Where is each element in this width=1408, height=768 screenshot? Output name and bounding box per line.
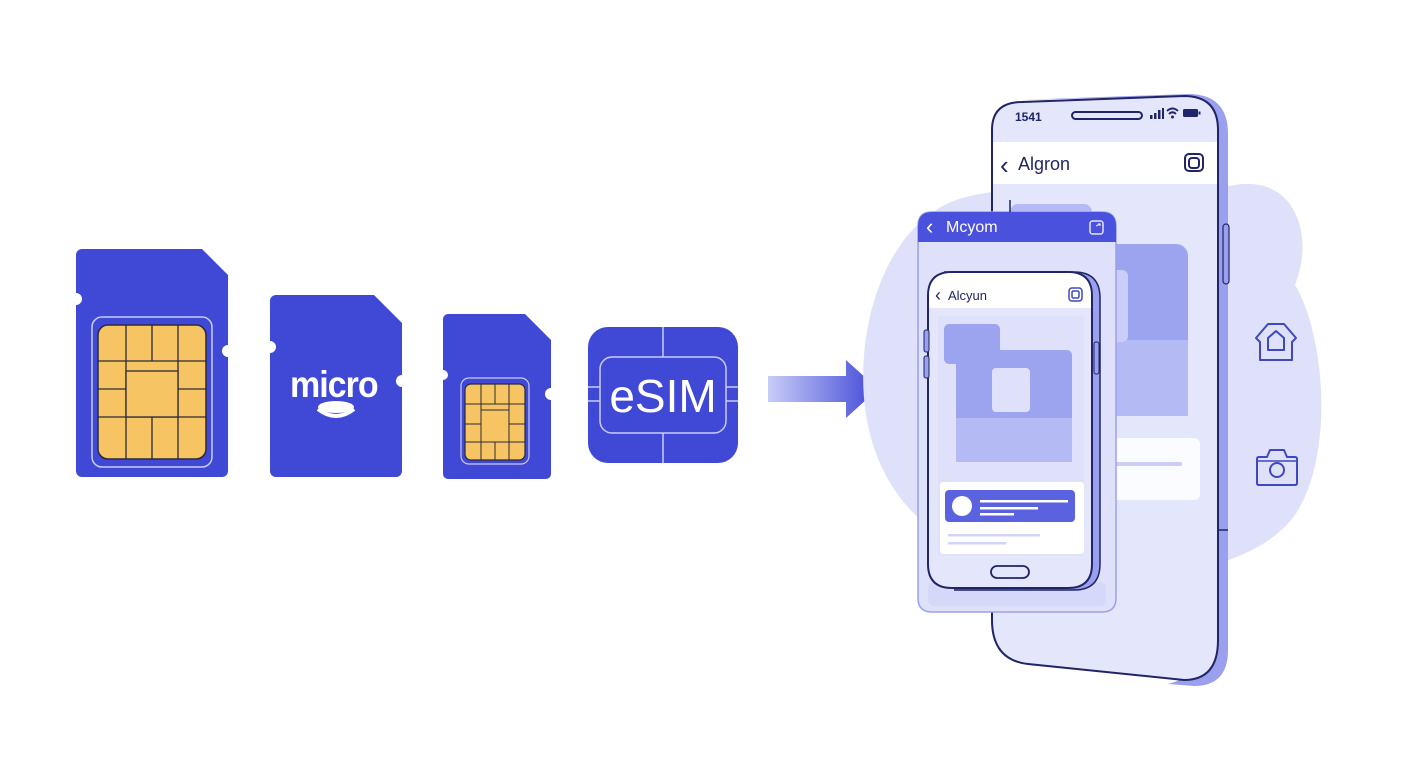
micro-sim-card xyxy=(270,295,402,477)
edit-icon[interactable] xyxy=(1089,220,1104,235)
micro-label: micro xyxy=(290,364,379,406)
signal-icon xyxy=(1150,108,1164,119)
arrow-right-icon xyxy=(768,360,878,418)
front-phone-back-button[interactable]: ‹ xyxy=(935,285,941,305)
front-phone xyxy=(923,271,1101,591)
chip-icon xyxy=(97,324,207,460)
esim-label: eSIM xyxy=(609,370,717,422)
standard-sim-card xyxy=(76,249,228,477)
camera-icon[interactable] xyxy=(1184,152,1204,172)
mid-card-back-button[interactable]: ‹ xyxy=(926,214,934,239)
mid-card-header-title: Mcyom xyxy=(946,219,998,236)
chip-icon xyxy=(464,383,526,461)
back-phone-header-title: Algron xyxy=(1018,154,1071,174)
camera-icon[interactable] xyxy=(1068,287,1083,302)
esim-card xyxy=(588,327,738,463)
front-phone-header-title: Alcyun xyxy=(948,288,988,303)
micro-disc-icon xyxy=(316,401,356,418)
battery-icon xyxy=(1183,109,1201,117)
wifi-icon xyxy=(1166,107,1179,119)
camera-icon[interactable] xyxy=(1255,445,1299,487)
back-phone-back-button[interactable]: ‹ xyxy=(1000,150,1009,180)
status-time: 1541 xyxy=(1015,110,1042,124)
home-icon[interactable] xyxy=(1252,320,1300,362)
nano-sim-card xyxy=(443,314,551,479)
